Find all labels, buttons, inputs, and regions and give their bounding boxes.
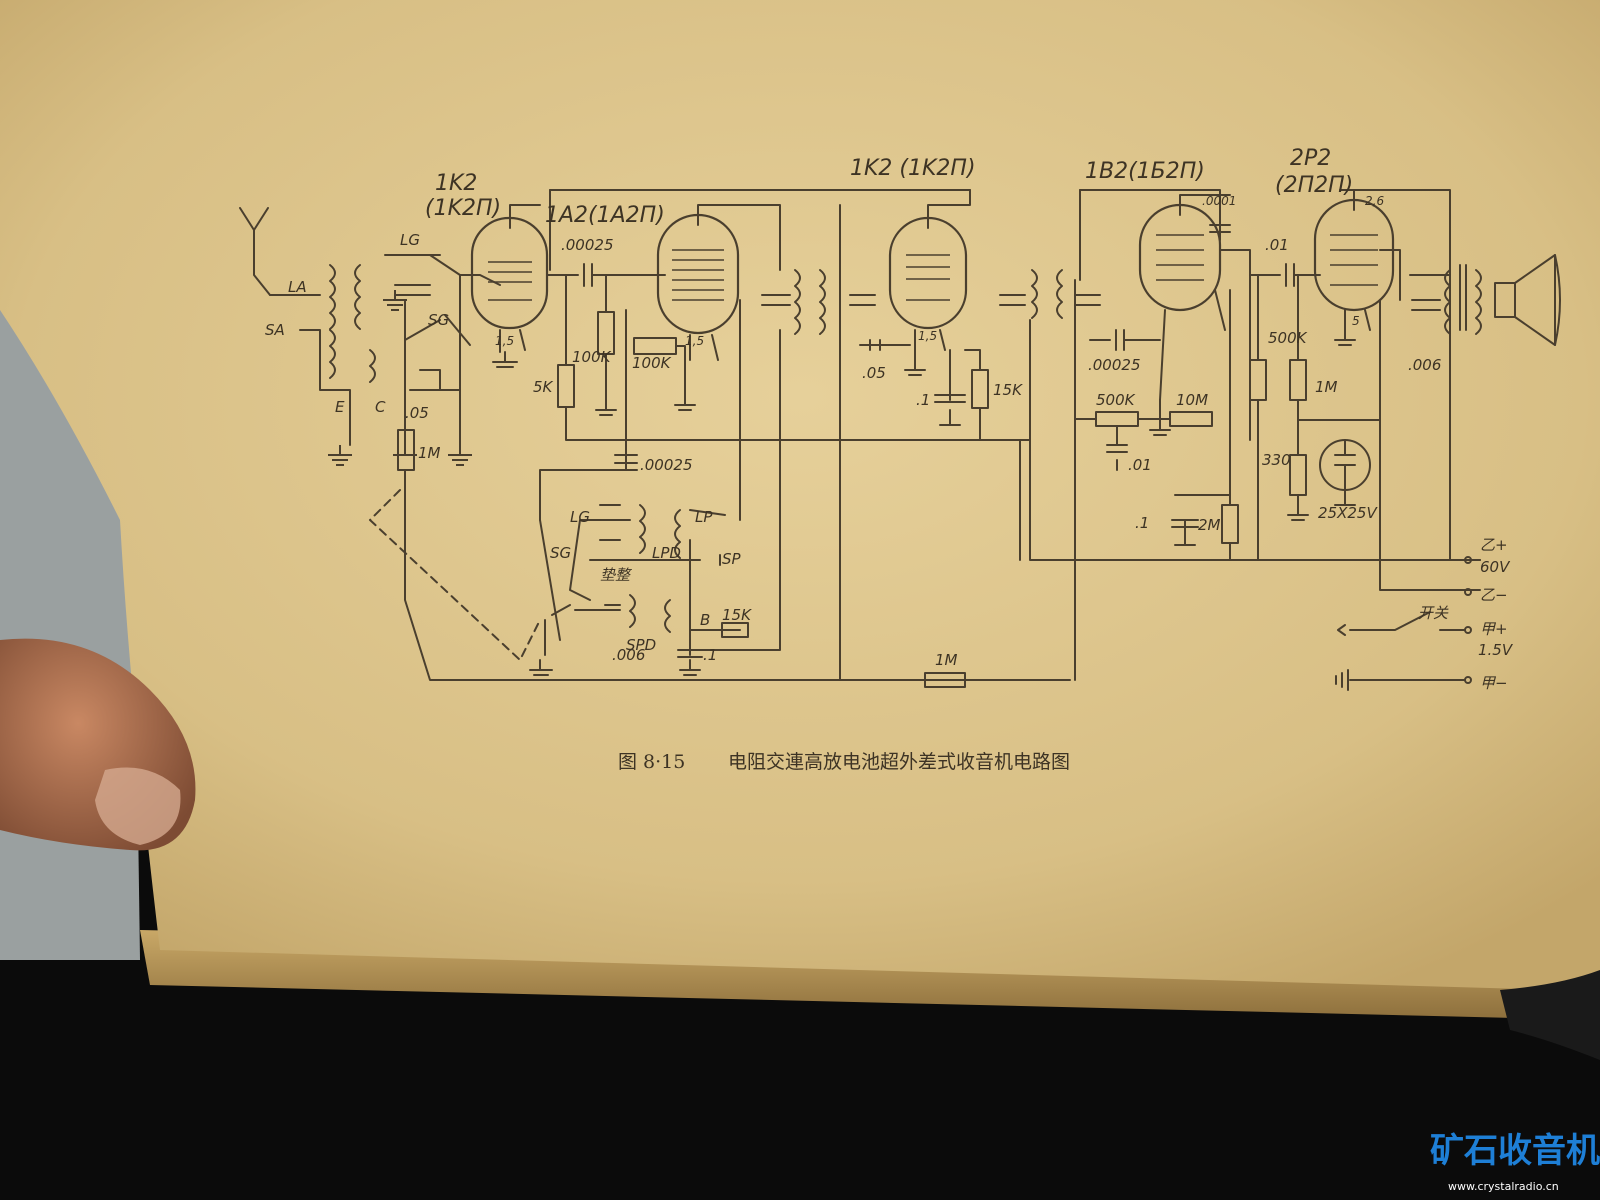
tube-1a2-converter [656, 204, 781, 361]
label-c-01-a: .01 [1128, 456, 1152, 474]
chassis-ground-wire [1335, 669, 1466, 691]
fingernail [95, 767, 181, 845]
label-la: LA [288, 278, 307, 296]
label-c: C [375, 398, 386, 416]
tube-5-type: 2P2 [1290, 146, 1331, 171]
tube-1k2-if [888, 189, 971, 371]
circuit-schematic: 1K2 (1K2П) 1A2(1A2П) 1K2 (1K2П) 1B2(1Б2П… [239, 146, 1561, 692]
power-switch [1349, 611, 1466, 631]
label-pin-2-6: 2,6 [1365, 194, 1384, 208]
label-pin-1-5-c: 1,5 [918, 329, 937, 343]
label-r-100k-a: 100K [572, 348, 612, 366]
label-r-15k-b: 15K [993, 381, 1023, 399]
coupling-capacitor-01 [1249, 263, 1321, 287]
antenna-coil-la [269, 264, 336, 330]
gang-link [369, 489, 541, 661]
book-binding [1500, 970, 1600, 1060]
label-lp: LP [695, 508, 713, 526]
figure-number: 图 8·15 [618, 751, 685, 773]
if-transformer-2 [999, 269, 1481, 681]
if-transformer-1-secondary [819, 204, 876, 681]
capacitor-0001 [1209, 194, 1231, 233]
label-spd: SPD [626, 636, 656, 654]
capacitor-00025-c [1089, 329, 1161, 351]
label-r-5k: 5K [533, 378, 554, 396]
label-r-10m: 10M [1176, 391, 1208, 409]
short-wave-coil [329, 329, 336, 379]
label-a-plus: 甲+ [1480, 620, 1508, 638]
label-b-plus: 乙+ [1480, 536, 1508, 554]
label-r-500k-b: 500K [1268, 329, 1308, 347]
label-c-01-b: .01 [1265, 236, 1289, 254]
label-c-00025-a: .00025 [561, 236, 614, 254]
label-pin-1-5-a: 1,5 [495, 334, 514, 348]
tube-1k2-rf [470, 204, 549, 353]
holding-finger [0, 638, 196, 851]
label-sg: SG [428, 311, 449, 329]
label-sg-2: SG [550, 544, 571, 562]
label-c-25x25: 25X25V [1318, 504, 1378, 522]
label-a-voltage: 1.5V [1478, 641, 1514, 659]
label-c-006-a: .006 [612, 646, 645, 664]
label-switch: 开关 [1418, 604, 1449, 622]
label-c-00025-c: .00025 [1088, 356, 1141, 374]
label-c-05-a: .05 [405, 404, 429, 422]
label-c-1-c: .1 [1135, 514, 1149, 532]
label-r-15k-a: 15K [722, 606, 752, 624]
label-a-minus: 甲− [1480, 674, 1508, 692]
label-lpd: LPD [652, 544, 681, 562]
label-sp: SP [722, 550, 742, 568]
label-b: B [700, 611, 710, 629]
label-b-minus: 乙− [1480, 586, 1508, 604]
tube-5-alt: (2П2П) [1275, 173, 1353, 198]
coupling-capacitor-a [547, 263, 666, 287]
tube-2p2-output [1313, 189, 1401, 341]
label-c-05-b: .05 [862, 364, 886, 382]
antenna-symbol [239, 207, 271, 296]
label-r-1m-b: 1M [1315, 378, 1338, 396]
if-transformer-1 [699, 269, 801, 651]
watermark-url: www.crystalradio.cn [1448, 1180, 1559, 1193]
oscillator-coils [529, 504, 749, 676]
tube-2-type: 1A2(1A2П) [545, 203, 665, 228]
label-b-voltage: 60V [1480, 558, 1511, 576]
watermark-text: 矿石收音机 [1430, 1131, 1600, 1171]
label-sa: SA [265, 321, 285, 339]
label-r-330: 330 [1262, 451, 1291, 469]
tube-4-type: 1B2(1Б2П) [1085, 159, 1205, 184]
label-e: E [335, 398, 345, 416]
figure-title: 电阻交連高放电池超外差式收音机电路图 [728, 751, 1070, 773]
label-lg-2: LG [570, 508, 590, 526]
antenna-coil-secondary [354, 264, 361, 330]
loudspeaker-icon [1494, 254, 1561, 346]
label-r-1m-a: 1M [418, 444, 441, 462]
tube-3-type: 1K2 (1K2П) [850, 156, 976, 181]
book-page [0, 0, 1600, 990]
resistor-15k-a [721, 622, 749, 638]
site-watermark: 矿石收音机 www.crystalradio.cn [1430, 1131, 1600, 1193]
resistor-1m-c [924, 672, 966, 688]
label-pin-5: 5 [1352, 314, 1360, 328]
label-lg: LG [400, 231, 420, 249]
label-padder: 垫整 [600, 566, 633, 584]
label-c-006-b: .006 [1408, 356, 1441, 374]
label-pin-1-5-b: 1,5 [685, 334, 704, 348]
label-r-100k-b: 100K [632, 354, 672, 372]
label-r-2m: 2M [1198, 516, 1221, 534]
tube-1-type: 1K2 [435, 171, 477, 196]
label-r-500k-a: 500K [1096, 391, 1136, 409]
output-transformer [1409, 264, 1482, 335]
label-c-0001: .0001 [1202, 194, 1236, 208]
coupling-capacitor-b [614, 454, 638, 471]
label-r-1m-c: 1M [935, 651, 958, 669]
label-c-1-a: .1 [703, 646, 717, 664]
label-c-00025-b: .00025 [640, 456, 693, 474]
label-c-1-b: .1 [916, 391, 930, 409]
tube-1b2-detector [1138, 194, 1251, 441]
tube-1-alt: (1K2П) [425, 196, 501, 221]
